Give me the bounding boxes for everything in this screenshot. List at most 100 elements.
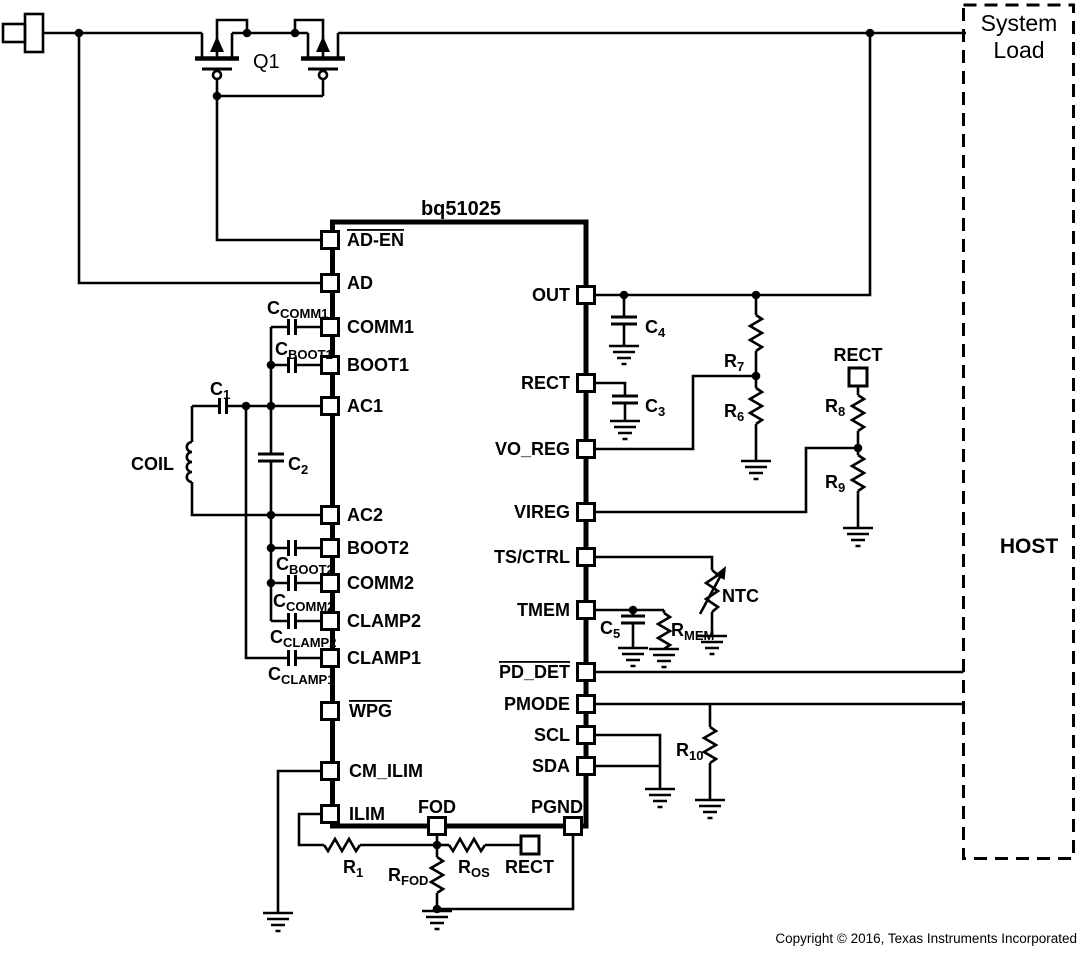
pin-label-pd-det: PD_DET <box>499 662 570 682</box>
chip-name: bq51025 <box>421 198 501 220</box>
rx-coil <box>185 406 322 517</box>
pin-rect <box>576 373 596 393</box>
ilim-wire <box>297 812 324 847</box>
connector-inner <box>23 12 45 54</box>
label-rect-terminal-right: RECT <box>834 345 883 365</box>
label-r-fod: RFOD <box>388 865 428 888</box>
pin-label-scl: SCL <box>534 725 570 745</box>
pin-label-pgnd: PGND <box>531 797 583 817</box>
resistor-r-mem <box>655 611 673 651</box>
pin-clamp1 <box>320 648 340 668</box>
pin-label-ilim: ILIM <box>349 804 385 824</box>
scl-sda-wires <box>594 733 662 789</box>
body-diode-arrow-icon <box>210 36 224 52</box>
capacitor-c-boot1 <box>287 357 297 373</box>
capacitor-c2 <box>258 452 284 463</box>
label-r7: R7 <box>724 351 744 374</box>
pin-label-ac1: AC1 <box>347 396 383 416</box>
resistor-r-os <box>447 836 487 854</box>
pin-ad <box>320 273 340 293</box>
chip-left-pin-labels: AD-EN AD COMM1 BOOT1 AC1 AC2 BOOT2 COMM2… <box>347 230 423 824</box>
ground-icon <box>607 344 641 366</box>
vo-reg-wire <box>594 374 756 451</box>
resistor-r1 <box>322 836 362 854</box>
pin-clamp2 <box>320 611 340 631</box>
label-r10: R10 <box>676 740 703 763</box>
ground-icon <box>608 419 642 441</box>
label-r-mem: RMEM <box>671 620 714 643</box>
label-ntc: NTC <box>722 586 759 606</box>
rect-terminal-bottom <box>519 834 541 856</box>
body-diode-arrow-icon <box>316 36 330 52</box>
bottom-network <box>276 769 575 913</box>
label-c2: C2 <box>288 454 308 477</box>
label-r9: R9 <box>825 472 845 495</box>
resistor-r10 <box>701 725 719 765</box>
pin-scl <box>576 725 596 745</box>
resistor-r6 <box>747 386 765 426</box>
ntc-arrow-icon <box>715 566 726 580</box>
system-load-label-line1: System <box>981 10 1058 36</box>
label-r1: R1 <box>343 857 363 880</box>
pin-label-comm1: COMM1 <box>347 317 414 337</box>
pin-wpg <box>320 701 340 721</box>
ground-icon <box>643 787 677 809</box>
label-c5: C5 <box>600 618 620 641</box>
pin-label-pmode: PMODE <box>504 694 570 714</box>
capacitor-c5 <box>621 614 645 625</box>
pin-label-clamp2: CLAMP2 <box>347 611 421 631</box>
pin-vireg <box>576 502 596 522</box>
pin-ts-ctrl <box>576 547 596 567</box>
resistor-r-fod <box>428 855 446 895</box>
inductor-icon <box>185 440 193 484</box>
pin-label-vo-reg: VO_REG <box>495 439 570 459</box>
q1-power-path: Q1 <box>43 18 966 285</box>
pin-label-vireg: VIREG <box>514 502 570 522</box>
q1-fet-left <box>195 18 249 96</box>
pin-comm2 <box>320 573 340 593</box>
label-r6: R6 <box>724 401 744 424</box>
ground-icon <box>647 647 681 669</box>
chip-body: bq51025 <box>320 198 596 836</box>
pin-boot2 <box>320 538 340 558</box>
pin-pd-det <box>576 662 596 682</box>
ground-icon <box>261 911 295 933</box>
capacitor-c1 <box>218 398 228 414</box>
pin-fod <box>427 816 447 836</box>
pin-label-boot1: BOOT1 <box>347 355 409 375</box>
resistor-r8 <box>849 393 867 433</box>
pin-label-wpg: WPG <box>349 701 392 721</box>
capacitor-c-comm2 <box>287 575 297 591</box>
pin-label-out: OUT <box>532 285 570 305</box>
label-c-clamp1: CCLAMP1 <box>268 664 334 687</box>
label-c-boot2: CBOOT2 <box>276 554 334 577</box>
ground-icon <box>693 798 727 820</box>
resistor-r9 <box>849 453 867 493</box>
pin-label-comm2: COMM2 <box>347 573 414 593</box>
ntc-arrow-shaft <box>698 574 723 615</box>
pin-pmode <box>576 694 596 714</box>
q1-label: Q1 <box>253 51 280 73</box>
junction-dots <box>74 28 875 914</box>
system-load-label-line2: Load <box>993 37 1044 63</box>
vireg-wire <box>594 446 858 514</box>
ground-icon <box>420 909 454 931</box>
chip-bottom-pin-labels: FOD PGND <box>418 797 583 817</box>
label-c4: C4 <box>645 317 666 340</box>
capacitor-c-clamp2 <box>287 613 297 629</box>
chip-right-pins <box>576 285 596 776</box>
pin-vo-reg <box>576 439 596 459</box>
connector-outer <box>1 22 27 44</box>
pin-ilim <box>320 804 340 824</box>
host-box-outline <box>962 3 1075 860</box>
out-wire <box>594 33 872 297</box>
pin-label-tmem: TMEM <box>517 600 570 620</box>
label-rect-terminal-bottom: RECT <box>505 857 554 877</box>
capacitor-c-comm1 <box>287 319 297 335</box>
label-coil: COIL <box>131 454 174 474</box>
copyright-text: Copyright © 2016, Texas Instruments Inco… <box>775 931 1077 946</box>
label-c-comm1: CCOMM1 <box>267 298 328 321</box>
pin-sda <box>576 756 596 776</box>
capacitor-c3 <box>612 394 638 405</box>
right-network <box>594 33 964 800</box>
